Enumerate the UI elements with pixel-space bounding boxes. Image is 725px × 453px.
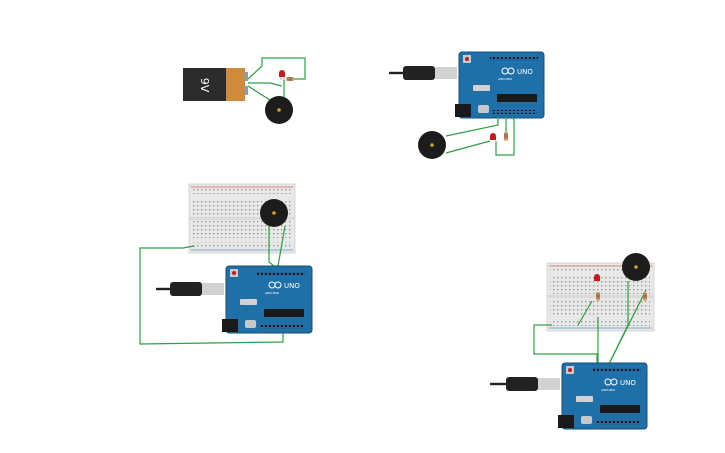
led-red[interactable] [490,133,496,140]
circuit-breadboard-arduino-buzzer-leds: UNO ARDUINO [490,253,655,430]
arduino-uno-board[interactable]: UNO ARDUINO [558,362,648,430]
battery-9v[interactable]: 9V [183,68,248,101]
buzzer[interactable] [265,96,293,124]
led-red[interactable] [279,70,285,80]
buzzer[interactable] [418,131,446,159]
arduino-logo [268,281,282,289]
battery-label: 9V [198,78,211,93]
arduino-logo [604,378,618,386]
breadboard[interactable] [188,183,296,254]
circuit-breadboard-arduino-buzzer: UNO ARDUINO [139,183,313,345]
usb-cable[interactable] [156,282,224,296]
resistor[interactable] [643,292,647,301]
board-brand-label: ARDUINO [498,77,513,81]
board-model-label: UNO [620,379,636,387]
led-red[interactable] [594,274,600,281]
buzzer[interactable] [622,253,650,281]
circuit-battery-buzzer-led: 9V [183,57,306,124]
board-brand-label: ARDUINO [601,388,616,392]
resistor[interactable] [596,292,600,301]
usb-cable[interactable] [490,377,560,391]
board-brand-label: ARDUINO [265,291,280,295]
circuit2-wires [445,116,515,156]
arduino-uno-board[interactable]: UNO ARDUINO [455,51,545,119]
arduino-uno-board[interactable]: UNO ARDUINO [222,265,313,334]
usb-cable[interactable] [389,66,457,80]
buzzer[interactable] [260,199,288,227]
resistor[interactable] [286,77,294,81]
circuit1-wires [247,57,306,101]
board-model-label: UNO [517,68,533,76]
circuit3-wires [139,225,286,345]
arduino-logo [501,67,515,75]
resistor[interactable] [504,132,508,141]
board-model-label: UNO [284,282,300,290]
circuit-arduino-buzzer-led: UNO ARDUINO [389,51,545,159]
circuit4-wires [533,281,647,369]
